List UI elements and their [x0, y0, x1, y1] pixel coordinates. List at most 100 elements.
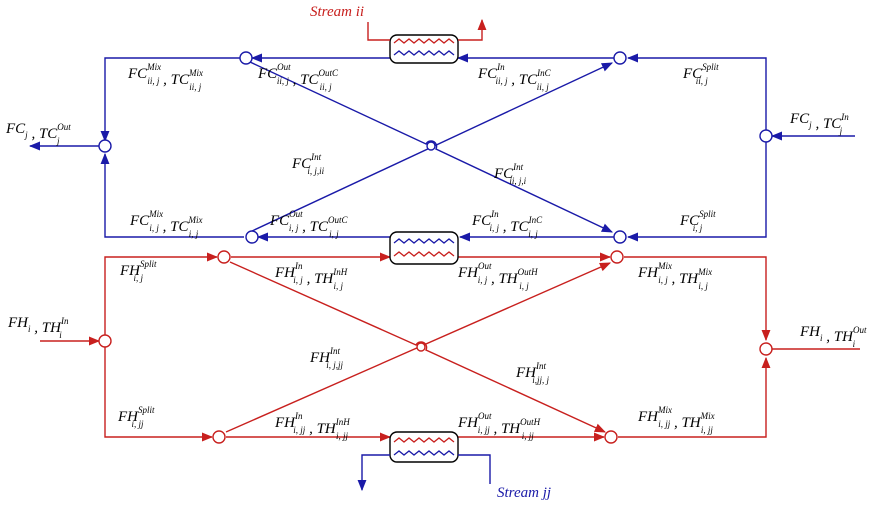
hot-stream-network — [40, 250, 860, 444]
hot-line-split-bottom — [104, 347, 214, 442]
fh_in_ij-b-subscript: i, j — [333, 281, 343, 291]
fc_in_iij-a-subscript: ii, j — [495, 76, 508, 86]
fh_in-b-symbol: TH — [42, 320, 62, 336]
fc_out_ij-a-superscript: Out — [289, 209, 303, 219]
fc_in_iij-separator: , — [507, 72, 518, 88]
label-fc-in-iij: FCIn ii, j , TCInC ii, j — [477, 62, 552, 92]
fc_mix_ij-separator: , — [159, 219, 170, 235]
fh_int_ijjj-a-subscript: i, j,jj — [326, 360, 343, 370]
cold-split-node-ij — [613, 230, 627, 244]
fc_int_ijii-a-superscript: Int — [310, 152, 321, 162]
fh_mix_ijj-a-subscript: i, jj — [658, 419, 671, 429]
stream-jj-outlet-line — [357, 454, 390, 492]
fc_out_ij-a-subscript: i, j — [289, 223, 299, 233]
hot-split-node-ij — [217, 250, 231, 264]
hot-crossing-node — [416, 342, 426, 352]
fc_in_iij-b-subscript: ii, j — [537, 82, 550, 92]
fh_mix_ij-b-superscript: Mix — [697, 267, 712, 277]
fh_mix_ijj-separator: , — [670, 415, 681, 431]
fh_out_ijj-a-symbol: FH — [457, 415, 479, 431]
fh_split_ijj-a-subscript: i, jj — [132, 419, 145, 429]
fh_in-separator: , — [31, 320, 42, 336]
stream-ii-outlet-line — [458, 18, 487, 41]
fh_in_ij-separator: , — [303, 271, 314, 287]
fh_in-b-superscript: In — [60, 316, 69, 326]
fh_int_ijjj-a-superscript: Int — [329, 346, 340, 356]
fc_split_iij-a-subscript: ii, j — [696, 76, 709, 86]
fc_in_ij-a-subscript: i, j — [489, 223, 499, 233]
fc_in_iij-a-symbol: FC — [477, 66, 498, 82]
fc_in_iij-a-superscript: In — [496, 62, 505, 72]
fc_int_ijii-a-subscript: i, j,ii — [307, 166, 324, 176]
fh_in-a-subscript: i — [28, 324, 31, 334]
cold-line-mix-bottom — [100, 152, 244, 238]
cold-mix-node-ij — [245, 230, 259, 244]
fc_mix_iij-b-symbol: TC — [171, 72, 190, 88]
hot-split-in-node — [98, 334, 112, 348]
stream-ii-label: Stream ii — [310, 4, 364, 20]
cold-mixer-out-node — [98, 139, 112, 153]
fh_in_ij-b-symbol: TH — [314, 271, 334, 287]
cold-mix-node-iij — [239, 51, 253, 65]
fh_in_ijj-a-symbol: FH — [274, 415, 296, 431]
fc_out-separator: , — [28, 126, 39, 142]
cold-line-mix-top — [100, 57, 244, 143]
fh_out-a-subscript: i — [820, 333, 823, 343]
fc_split_ij-a-subscript: i, j — [693, 223, 703, 233]
fc_in_iij-b-superscript: InC — [536, 68, 551, 78]
fc_out_iij-a-subscript: ii, j — [277, 76, 290, 86]
hx-mid-cold-zigzag — [393, 238, 455, 244]
fh_mix_ijj-a-symbol: FH — [637, 409, 659, 425]
hx-bot-hot-zigzag — [393, 437, 455, 443]
fc_in_iij-b-symbol: TC — [519, 72, 538, 88]
fh_out_ij-b-superscript: OutH — [518, 267, 539, 277]
fh_in_ij-b-superscript: InH — [332, 267, 347, 277]
fh_in-a-symbol: FH — [7, 315, 29, 331]
fc_out_ij-b-superscript: OutC — [328, 215, 349, 225]
fc_out_ij-separator: , — [298, 219, 309, 235]
fh_out-b-symbol: TH — [834, 329, 854, 345]
fh_mix_ij-a-subscript: i, j — [658, 275, 668, 285]
label-fh-split-ijj: FHSplit i, jj — [117, 405, 155, 429]
fh_out_ijj-separator: , — [490, 421, 501, 437]
fc_in_ij-separator: , — [499, 219, 510, 235]
fh_out_ij-b-symbol: TH — [498, 271, 518, 287]
fh_mix_ij-a-symbol: FH — [637, 265, 659, 281]
fh_out-b-subscript: i — [853, 339, 856, 349]
fc_in_ij-a-symbol: FC — [471, 213, 492, 229]
fh_split_ijj-a-symbol: FH — [117, 409, 139, 425]
fc_split_ij-a-superscript: Split — [699, 209, 716, 219]
fh_out-separator: , — [823, 329, 834, 345]
fh_int_ijji-a-symbol: FH — [515, 365, 537, 381]
fc_out_iij-a-superscript: Out — [277, 62, 291, 72]
fh_in_ijj-b-superscript: InH — [335, 417, 350, 427]
fc_in-a-symbol: FC — [789, 111, 810, 127]
fc_int_iiji-a-superscript: Int — [512, 162, 523, 172]
fc_int_ijii-a-symbol: FC — [291, 156, 312, 172]
cold-bypass-to-bottom-right — [249, 61, 614, 233]
cold-split-in-node — [759, 129, 773, 143]
fh_mix_ij-a-superscript: Mix — [657, 261, 672, 271]
hot-mix-node-ijj — [604, 430, 618, 444]
fh_mix_ijj-b-superscript: Mix — [700, 411, 715, 421]
fc_in_ij-b-subscript: i, j — [528, 229, 538, 239]
fh_out_ij-a-subscript: i, j — [478, 275, 488, 285]
fc_mix_iij-separator: , — [159, 72, 170, 88]
fh_out_ijj-b-symbol: TH — [501, 421, 521, 437]
hot-line-mix-top — [624, 256, 771, 342]
fc_in-b-symbol: TC — [823, 116, 842, 132]
hot-mix-out-node — [759, 342, 773, 356]
fh_split_ijj-a-superscript: Split — [138, 405, 155, 415]
fh_mix_ij-b-subscript: i, j — [698, 281, 708, 291]
fh_out-a-symbol: FH — [799, 324, 821, 340]
fc_split_iij-a-symbol: FC — [682, 66, 703, 82]
